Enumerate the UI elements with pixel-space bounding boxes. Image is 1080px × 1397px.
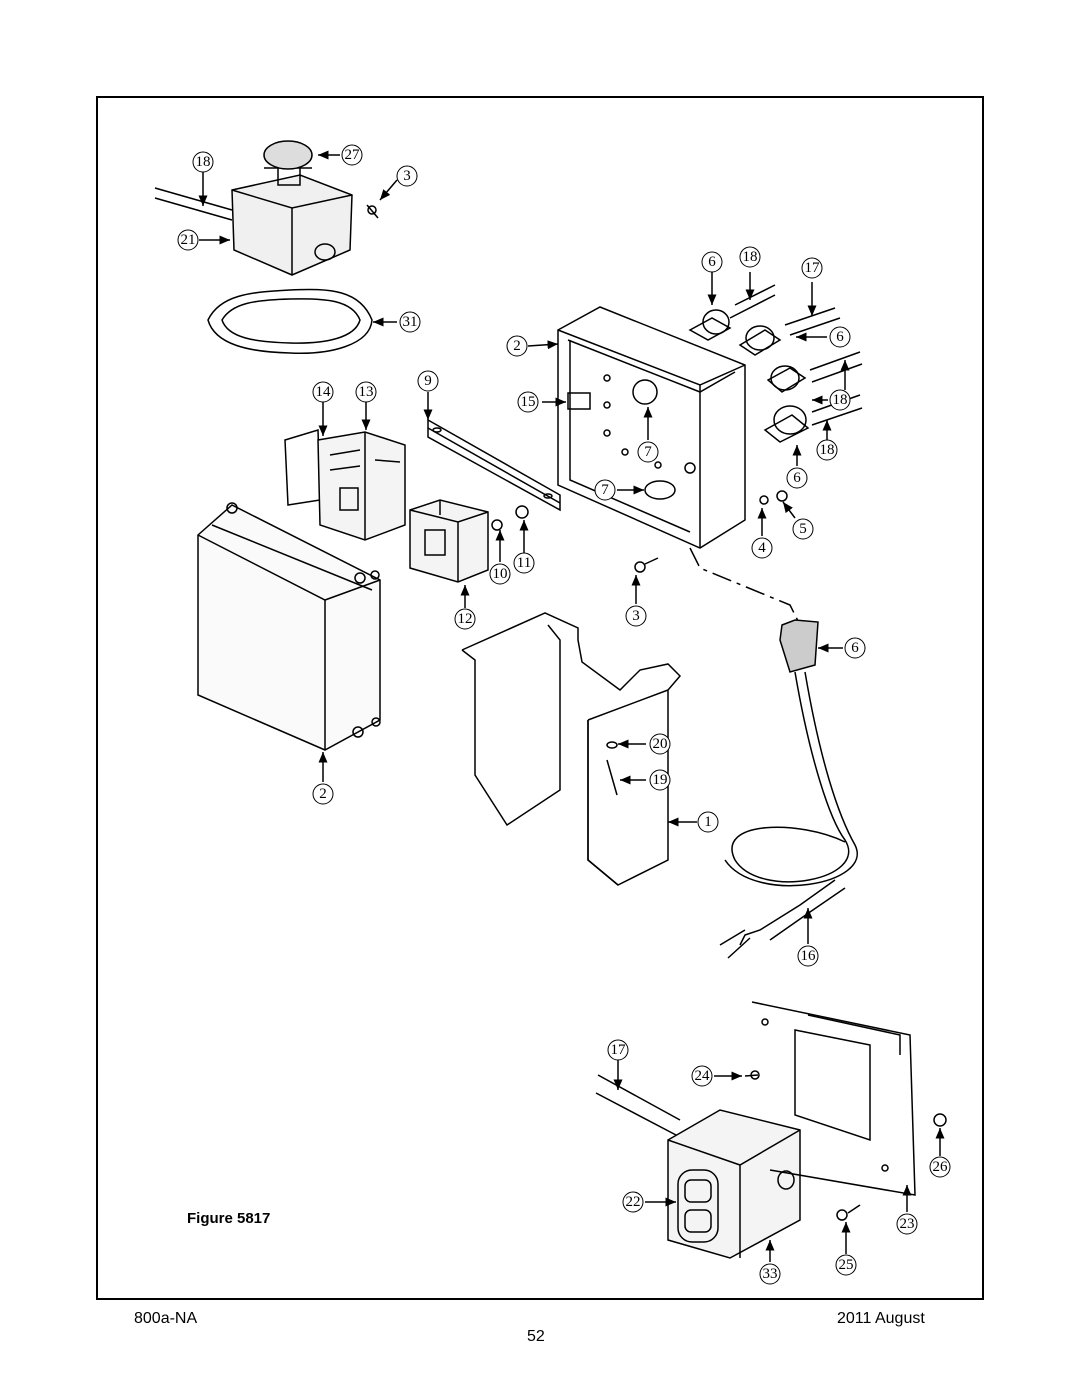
svg-text:1: 1 [704,814,712,830]
callout-5: 5 [792,518,814,540]
svg-text:12: 12 [458,611,473,627]
svg-text:7: 7 [644,444,652,460]
svg-text:33: 33 [763,1266,778,1282]
callout-14: 14 [312,381,334,403]
svg-text:16: 16 [801,948,817,964]
svg-text:24: 24 [695,1068,711,1084]
callout-33: 33 [759,1263,781,1285]
svg-text:6: 6 [851,640,859,656]
callout-26: 26 [929,1156,951,1178]
callout-18: 18 [816,439,838,461]
callout-1: 1 [697,811,719,833]
enclosure-box-drawing [557,306,746,549]
figure-label: Figure 5817 [187,1210,271,1227]
callout-24: 24 [691,1065,713,1087]
svg-text:15: 15 [521,394,536,410]
svg-text:18: 18 [820,442,835,458]
svg-text:20: 20 [653,736,668,752]
callout-18: 18 [192,151,214,173]
callout-21: 21 [177,229,199,251]
mounting-bracket-drawing [461,612,682,886]
callout-20: 20 [649,733,671,755]
svg-text:14: 14 [316,384,332,400]
callout-17: 17 [801,257,823,279]
callout-18: 18 [739,246,761,268]
svg-text:6: 6 [708,254,716,270]
callout-labels: 27 18 3 21 31 14 13 9 2 15 7 7 6 18 17 6… [177,144,951,1285]
callout-6: 6 [844,637,866,659]
callout-3: 3 [625,605,647,627]
footer-doc-id: 800a-NA [134,1310,198,1327]
footer-date: 2011 August [837,1310,925,1327]
svg-text:26: 26 [933,1159,949,1175]
svg-text:18: 18 [833,392,848,408]
svg-text:11: 11 [517,555,531,571]
callout-10: 10 [489,563,511,585]
svg-text:2: 2 [513,338,521,354]
callout-22: 22 [622,1191,644,1213]
overload-relay-drawing [284,428,406,541]
callout-2: 2 [506,335,528,357]
callout-3: 3 [396,165,418,187]
svg-text:7: 7 [601,482,609,498]
svg-text:19: 19 [653,772,668,788]
callout-27: 27 [341,144,363,166]
pendant-box-drawing [154,140,379,276]
gasket-drawing [207,288,373,354]
callout-6: 6 [701,251,723,273]
callout-7: 7 [637,441,659,463]
callout-17: 17 [607,1039,629,1061]
svg-text:13: 13 [359,384,374,400]
svg-text:27: 27 [345,147,361,163]
enclosure-cover-drawing [197,502,381,751]
callout-2: 2 [312,783,334,805]
svg-text:22: 22 [626,1194,641,1210]
callout-9: 9 [417,370,439,392]
svg-text:17: 17 [611,1042,627,1058]
svg-text:9: 9 [424,373,432,389]
svg-text:31: 31 [403,314,418,330]
callout-6: 6 [786,467,808,489]
power-cord-drawing [634,547,858,959]
svg-text:3: 3 [632,608,640,624]
svg-text:21: 21 [181,232,196,248]
callout-18: 18 [829,389,851,411]
callout-31: 31 [399,311,421,333]
callout-23: 23 [896,1213,918,1235]
svg-text:17: 17 [805,260,821,276]
svg-text:18: 18 [743,249,758,265]
callout-25: 25 [835,1254,857,1276]
svg-text:4: 4 [758,540,766,556]
svg-text:2: 2 [319,786,327,802]
svg-text:23: 23 [900,1216,915,1232]
din-rail-drawing [427,418,561,512]
callout-4: 4 [751,537,773,559]
footer-page-number: 52 [527,1328,545,1345]
callout-19: 19 [649,769,671,791]
callout-leader-lines [198,150,945,1262]
callout-7: 7 [594,479,616,501]
svg-text:5: 5 [799,521,807,537]
pushbutton-station-drawing [595,1001,947,1259]
callout-11: 11 [513,552,535,574]
callout-6: 6 [829,326,851,348]
contactor-drawing [409,499,529,583]
svg-text:6: 6 [836,329,844,345]
callout-15: 15 [517,391,539,413]
callout-13: 13 [355,381,377,403]
cable-glands-drawing [688,284,863,505]
svg-text:3: 3 [403,168,411,184]
svg-text:25: 25 [839,1257,854,1273]
svg-text:6: 6 [793,470,801,486]
callout-12: 12 [454,608,476,630]
figure-frame [96,96,984,1300]
svg-text:10: 10 [493,566,508,582]
svg-text:18: 18 [196,154,211,170]
callout-16: 16 [797,945,819,967]
